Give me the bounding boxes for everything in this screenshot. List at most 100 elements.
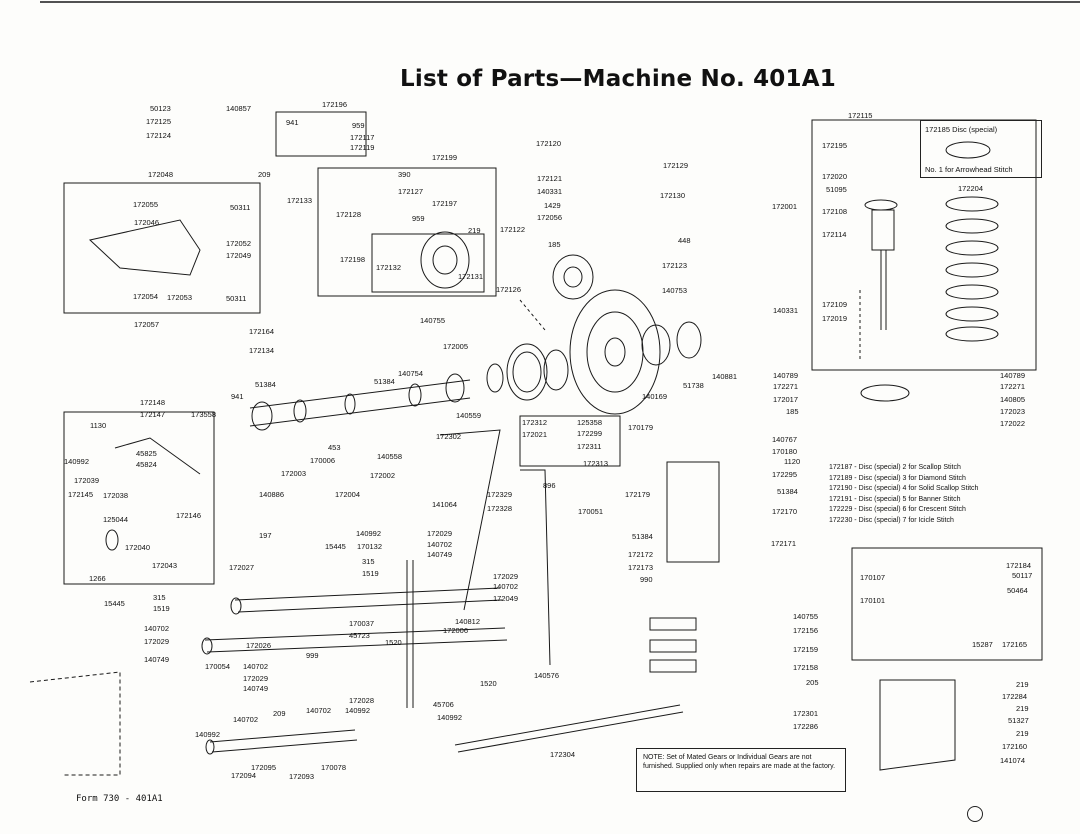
part-label: 172271 [773, 382, 799, 391]
disc-list-item: 172191 - Disc (special) 5 for Banner Sti… [829, 495, 961, 503]
part-label: 172120 [536, 139, 562, 148]
part-label: 209 [273, 709, 286, 718]
part-label: 170078 [321, 763, 347, 772]
part-label: 140767 [772, 435, 798, 444]
part-label: 140702 [144, 624, 170, 633]
part-label: 140331 [773, 306, 799, 315]
part-label: 45824 [136, 460, 157, 469]
part-label: 140702 [243, 662, 269, 671]
part-label: 172115 [848, 111, 873, 120]
part-label: 172271 [1000, 382, 1026, 391]
form-label: Form 730 - 401A1 [76, 794, 163, 804]
disc-list-item: 172230 - Disc (special) 7 for Icicle Sti… [829, 516, 954, 524]
part-label: 172119 [350, 143, 375, 152]
part-label: 45723 [349, 631, 370, 640]
part-label: 170054 [205, 662, 231, 671]
part-label: 185 [786, 407, 799, 416]
part-label: 170132 [357, 542, 383, 551]
part-label: 141064 [432, 500, 458, 509]
part-label: 15445 [104, 599, 125, 608]
part-label: 1266 [89, 574, 106, 583]
part-label: 172003 [281, 469, 307, 478]
part-label: 172129 [663, 161, 689, 170]
part-label: 172328 [487, 504, 513, 513]
part-label: 125358 [577, 418, 603, 427]
part-label: 172057 [134, 320, 160, 329]
part-label: 172147 [140, 410, 166, 419]
part-label: 140749 [427, 550, 453, 559]
part-label: 315 [362, 557, 375, 566]
part-label: 172284 [1002, 692, 1028, 701]
part-label: 959 [412, 214, 425, 223]
stamp-icon [967, 806, 983, 822]
part-label: 140753 [662, 286, 688, 295]
part-label: 45825 [136, 449, 157, 458]
part-label: 172125 [146, 117, 172, 126]
part-label: 172313 [583, 459, 609, 468]
part-label: 51095 [826, 185, 847, 194]
part-label: 390 [398, 170, 411, 179]
part-label: 172127 [398, 187, 424, 196]
part-label: 172117 [350, 133, 375, 142]
disc-box-label: 172185 Disc (special) [925, 125, 998, 134]
part-label: 172094 [231, 771, 257, 780]
part-label: 141074 [1000, 756, 1026, 765]
part-label: 172095 [251, 763, 277, 772]
part-label: 172199 [432, 153, 458, 162]
part-label: 140755 [793, 612, 819, 621]
part-label: 140169 [642, 392, 668, 401]
part-label: 172164 [249, 327, 275, 336]
part-label: 172172 [628, 550, 654, 559]
part-label: 1429 [544, 201, 561, 210]
part-label: 941 [231, 392, 244, 401]
disc-list-item: 172189 - Disc (special) 3 for Diamond St… [829, 474, 966, 482]
disc-list: 172187 - Disc (special) 2 for Scallop St… [829, 463, 978, 526]
part-label: 990 [640, 575, 653, 584]
part-label: 50311 [230, 203, 251, 212]
part-label: 170107 [860, 573, 886, 582]
part-label: 140886 [259, 490, 285, 499]
part-label: 140331 [537, 187, 563, 196]
part-label: 1519 [153, 604, 170, 613]
part-label: 140702 [233, 715, 259, 724]
part-label: 170006 [310, 456, 336, 465]
part-label: 209 [258, 170, 271, 179]
part-label: 170101 [860, 596, 886, 605]
part-label: 173558 [191, 410, 217, 419]
part-label: 172046 [134, 218, 160, 227]
part-label: 172160 [1002, 742, 1028, 751]
part-label: 172302 [436, 432, 462, 441]
part-label: 172028 [349, 696, 375, 705]
part-label: 172029 [493, 572, 519, 581]
part-label: 172196 [322, 100, 348, 109]
part-label: 896 [543, 481, 556, 490]
part-label: 172312 [522, 418, 548, 427]
part-label: 45706 [433, 700, 454, 709]
part-label: 170051 [578, 507, 604, 516]
part-label: 50117 [1012, 571, 1033, 580]
disc-box-caption: No. 1 for Arrowhead Stitch [925, 165, 1013, 174]
part-label: 172029 [243, 674, 269, 683]
part-label: 172048 [148, 170, 174, 179]
part-label: 172132 [376, 263, 402, 272]
part-label: 172017 [773, 395, 799, 404]
part-label: 172301 [793, 709, 819, 718]
part-label: 172148 [140, 398, 166, 407]
part-label: 170180 [772, 447, 798, 456]
part-label: 1520 [480, 679, 497, 688]
part-label: 172049 [493, 594, 519, 603]
part-label: 453 [328, 443, 341, 452]
part-label: 51384 [632, 532, 653, 541]
part-label: 219 [1016, 704, 1029, 713]
part-label: 172093 [289, 772, 315, 781]
part-label: 172121 [537, 174, 563, 183]
part-label: 172197 [432, 199, 458, 208]
part-label: 140789 [1000, 371, 1026, 380]
part-label: 172133 [287, 196, 313, 205]
part-label: 172124 [146, 131, 172, 140]
part-label: 172304 [550, 750, 576, 759]
part-label: 140992 [345, 706, 371, 715]
part-label: 172299 [577, 429, 603, 438]
part-label: 140857 [226, 104, 252, 113]
